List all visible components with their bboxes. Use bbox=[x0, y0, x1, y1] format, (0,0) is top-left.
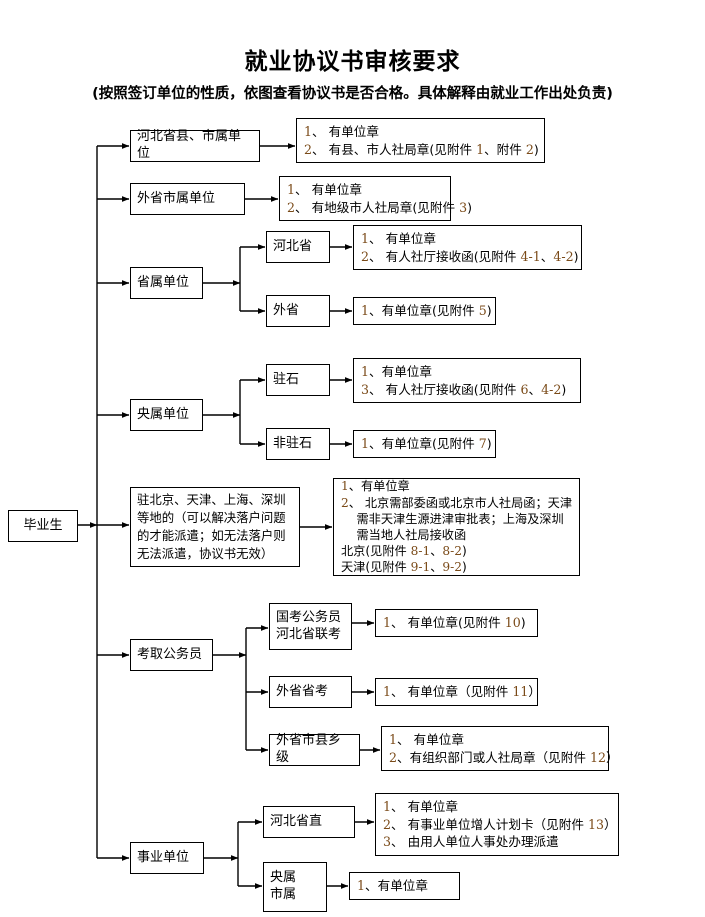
detail-other-province-exam[interactable]: 1、 有单位章（见附件 11） bbox=[375, 678, 541, 706]
detail-line: 1、有单位章 bbox=[357, 878, 428, 894]
page-subtitle: (按照签订单位的性质，依图查看协议书是否合格。具体解释由就业工作出处负责) bbox=[92, 86, 613, 102]
detail-line: 2、 有县、市人社局章(见附件 1、附件 2) bbox=[304, 141, 539, 157]
detail-line: 1、有单位章(见附件 5) bbox=[361, 303, 492, 319]
detail-line: 1、 有单位章 bbox=[361, 231, 436, 247]
detail-line: 2、 有人社厅接收函(见附件 4-1、4-2) bbox=[361, 248, 579, 264]
detail-line: 2、 有地级市人社局章(见附件 3) bbox=[287, 199, 472, 215]
detail-national-exam[interactable]: 1、 有单位章(见附件 10) bbox=[375, 609, 538, 637]
node-big-cities[interactable]: 驻北京、天津、上海、深圳等地的（可以解决落户问题的才能派遣；如无法落户则无法派遣… bbox=[130, 487, 300, 567]
node-central-not-shijiazhuang-label: 非驻石 bbox=[273, 435, 313, 451]
node-central-city-owned[interactable]: 央属 市属 bbox=[263, 862, 327, 912]
node-central-in-shijiazhuang[interactable]: 驻石 bbox=[266, 364, 330, 396]
detail-line: 2、 有事业单位增人计划卡（见附件 13） bbox=[383, 816, 617, 832]
node-province-other[interactable]: 外省 bbox=[266, 295, 330, 327]
node-big-cities-label: 驻北京、天津、上海、深圳等地的（可以解决落户问题的才能派遣；如无法落户则无法派遣… bbox=[137, 492, 286, 561]
detail-line: 2、 北京需部委函或北京市人社局函；天津 bbox=[341, 495, 573, 510]
node-other-province-exam[interactable]: 外省省考 bbox=[269, 676, 352, 708]
detail-line: 2、有组织部门或人社局章（见附件 12） bbox=[389, 749, 619, 765]
detail-line: 需当地人社局接收函 bbox=[341, 528, 467, 542]
page-title: 就业协议书审核要求 bbox=[244, 48, 461, 75]
node-hebei-county-city-label: 河北省县、市属单位 bbox=[137, 129, 242, 161]
node-central-owned[interactable]: 央属单位 bbox=[130, 399, 203, 431]
detail-line: 1、 有单位章（见附件 11） bbox=[383, 684, 541, 700]
detail-line: 1、 有单位章 bbox=[287, 182, 362, 198]
detail-line: 3、 有人社厅接收函(见附件 6、4-2) bbox=[361, 381, 567, 397]
node-province-other-label: 外省 bbox=[273, 302, 300, 318]
node-civil-servant-label: 考取公务员 bbox=[137, 646, 203, 662]
detail-other-province-city[interactable]: 1、 有单位章 2、 有地级市人社局章(见附件 3) bbox=[279, 176, 472, 221]
detail-central-not-shijiazhuang[interactable]: 1、有单位章(见附件 7) bbox=[353, 430, 496, 458]
detail-province-other[interactable]: 1、有单位章(见附件 5) bbox=[353, 297, 496, 325]
detail-hebei-county-city[interactable]: 1、 有单位章 2、 有县、市人社局章(见附件 1、附件 2) bbox=[296, 118, 545, 163]
node-hebei-provincial-direct-label: 河北省直 bbox=[270, 813, 323, 829]
node-national-exam-label: 国考公务员 河北省联考 bbox=[276, 609, 342, 642]
detail-central-city-owned[interactable]: 1、有单位章 bbox=[349, 872, 460, 900]
node-province-owned-label: 省属单位 bbox=[137, 274, 190, 290]
detail-line: 1、 有单位章 bbox=[389, 732, 464, 748]
detail-line: 1、 有单位章 bbox=[304, 124, 379, 140]
node-central-not-shijiazhuang[interactable]: 非驻石 bbox=[266, 428, 330, 460]
node-central-owned-label: 央属单位 bbox=[137, 406, 190, 422]
detail-line: 1、有单位章 bbox=[361, 364, 432, 380]
node-other-province-exam-label: 外省省考 bbox=[276, 683, 329, 699]
node-public-institution-label: 事业单位 bbox=[137, 849, 190, 865]
detail-line: 1、 有单位章(见附件 10) bbox=[383, 615, 526, 631]
node-graduate[interactable]: 毕业生 bbox=[8, 510, 78, 542]
detail-line: 天津(见附件 9-1、9-2) bbox=[341, 560, 467, 575]
node-other-province-city[interactable]: 外省市属单位 bbox=[130, 183, 245, 215]
node-central-city-owned-label: 央属 市属 bbox=[270, 870, 297, 902]
node-national-exam[interactable]: 国考公务员 河北省联考 bbox=[269, 603, 352, 650]
node-other-province-town[interactable]: 外省市县乡级 bbox=[269, 733, 360, 766]
detail-line: 需非天津生源进津审批表；上海及深圳 bbox=[341, 511, 564, 526]
node-public-institution[interactable]: 事业单位 bbox=[130, 842, 204, 874]
detail-province-hebei[interactable]: 1、 有单位章 2、 有人社厅接收函(见附件 4-1、4-2) bbox=[353, 225, 582, 270]
node-central-in-shijiazhuang-label: 驻石 bbox=[273, 371, 300, 387]
detail-hebei-provincial-direct[interactable]: 1、 有单位章 2、 有事业单位增人计划卡（见附件 13） 3、 由用人单位人事… bbox=[375, 793, 619, 856]
node-province-hebei[interactable]: 河北省 bbox=[266, 231, 330, 263]
detail-line: 北京(见附件 8-1、8-2) bbox=[341, 544, 467, 559]
node-civil-servant[interactable]: 考取公务员 bbox=[130, 639, 213, 671]
node-province-hebei-label: 河北省 bbox=[273, 238, 313, 254]
node-other-province-town-label: 外省市县乡级 bbox=[276, 733, 342, 765]
node-province-owned[interactable]: 省属单位 bbox=[130, 267, 203, 299]
node-graduate-label: 毕业生 bbox=[23, 517, 63, 533]
node-hebei-county-city[interactable]: 河北省县、市属单位 bbox=[130, 129, 260, 162]
node-other-province-city-label: 外省市属单位 bbox=[137, 190, 216, 206]
detail-line: 1、有单位章(见附件 7) bbox=[361, 436, 492, 452]
node-hebei-provincial-direct[interactable]: 河北省直 bbox=[263, 806, 355, 838]
detail-central-in-shijiazhuang[interactable]: 1、有单位章 3、 有人社厅接收函(见附件 6、4-2) bbox=[353, 358, 581, 403]
detail-other-province-town[interactable]: 1、 有单位章 2、有组织部门或人社局章（见附件 12） bbox=[381, 726, 619, 771]
detail-line: 3、 由用人单位人事处办理派遣 bbox=[383, 834, 559, 850]
detail-line: 1、 有单位章 bbox=[383, 799, 458, 815]
detail-big-cities[interactable]: 1、有单位章 2、 北京需部委函或北京市人社局函；天津 需非天津生源进津审批表；… bbox=[333, 478, 580, 576]
detail-line: 1、有单位章 bbox=[341, 479, 410, 494]
